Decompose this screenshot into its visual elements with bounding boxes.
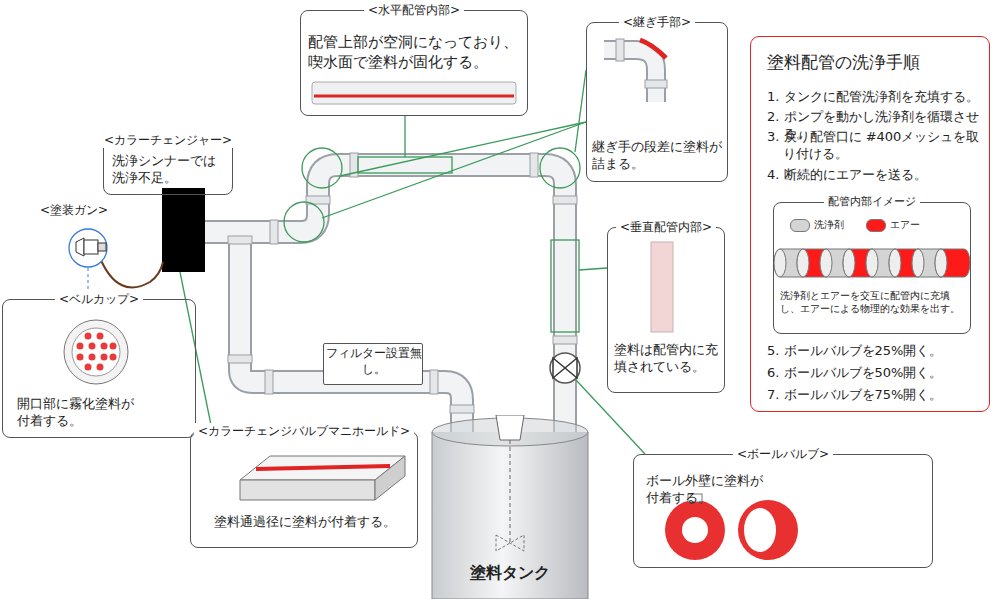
- band-face: [774, 249, 786, 277]
- legend-swatch: [866, 219, 886, 232]
- band-segment: [843, 249, 878, 277]
- callout-text: 7. ボールバルブを75%開く。: [767, 387, 985, 404]
- callout-text: 3. 戻り配管口に #400メッシュを取り付ける。: [767, 129, 982, 163]
- callout-box: <垂直配管内部>塗料は配管内に充填されている。: [607, 227, 725, 393]
- band-face: [820, 249, 832, 277]
- note-box: フィルター設置無し。: [323, 343, 423, 385]
- band-face: [843, 249, 855, 277]
- band-segment: [774, 249, 809, 277]
- ball-valve-symbol: [550, 353, 580, 383]
- paint-tank: 塗料タンク: [430, 415, 590, 599]
- callout-text: 洗浄剤とエアーを交互に配管内に充填し、エアーによる物理的な効果を出す。: [780, 289, 966, 315]
- band-face: [889, 249, 901, 277]
- callout-heading: <カラーチェンジャー>: [100, 132, 236, 148]
- callout-text: 洗浄シンナーでは洗浄不足。: [112, 153, 226, 187]
- vertical-pipe-picture: [651, 242, 673, 332]
- band-face: [935, 249, 947, 277]
- legend-swatch: [790, 219, 810, 232]
- callout-markers: [180, 70, 645, 454]
- callout-text: 4. 断続的にエアーを送る。: [767, 167, 985, 184]
- callout-text: 5. ボールバルブを25%開く。: [767, 343, 985, 360]
- callout-text: 塗料は配管内に充填されている。: [614, 342, 720, 376]
- callout-heading: <ベルカップ>: [55, 291, 143, 307]
- callout-text: 開口部に霧化塗料が付着する。: [17, 396, 139, 430]
- piping: [205, 165, 565, 437]
- callout-box: <ベルカップ>開口部に霧化塗料が付着する。: [2, 299, 196, 438]
- horizontal-pipe-picture: [312, 82, 516, 104]
- spray-gun: [69, 229, 107, 267]
- pipe-inner-image: [774, 249, 970, 277]
- band-segment: [820, 249, 855, 277]
- callout-heading: <ボールバルブ>: [733, 446, 833, 462]
- callout-box: <継ぎ手部>継ぎ手の段差に塗料が詰まる。: [586, 22, 728, 182]
- band-face: [866, 249, 878, 277]
- callout-box: <カラーチェンジバルブマニホールド>塗料通過径に塗料が付着する。: [190, 431, 418, 548]
- callout-heading: <継ぎ手部>: [619, 14, 695, 30]
- part-label: <塗装ガン>: [40, 203, 108, 219]
- callout-heading: 配管内部イメージ: [824, 194, 920, 210]
- band-face: [912, 249, 924, 277]
- callout-text: 6. ボールバルブを50%開く。: [767, 365, 985, 382]
- band-segment: [935, 249, 970, 277]
- band-segment: [912, 249, 947, 277]
- gun-hose: [100, 258, 163, 287]
- procedure-title: 塗料配管の洗浄手順: [767, 51, 977, 73]
- callout-text: 配管上部が空洞になっており、喫水面で塗料が固化する。: [308, 33, 522, 72]
- legend-text: 洗浄剤: [814, 218, 844, 231]
- callout-heading: <垂直配管内部>: [616, 219, 716, 235]
- band-face: [797, 249, 809, 277]
- image-box: 配管内部イメージ洗浄剤とエアーを交互に配管内に充填し、エアーによる物理的な効果を…: [773, 202, 971, 334]
- manifold-picture: [240, 456, 405, 500]
- callout-text: 塗料タンク: [430, 563, 590, 584]
- callout-box: <水平配管内部>配管上部が空洞になっており、喫水面で塗料が固化する。: [300, 10, 528, 116]
- band-segment: [866, 249, 901, 277]
- procedure-box: 塗料配管の洗浄手順1. タンクに配管洗浄剤を充填する。2. ポンプを動かし洗浄剤…: [750, 36, 990, 412]
- callout-text: 塗料通過径に塗料が付着する。: [199, 514, 411, 531]
- callout-heading: <カラーチェンジバルブマニホールド>: [194, 423, 414, 439]
- callout-heading: <水平配管内部>: [364, 2, 464, 18]
- bell-cup-picture: [64, 320, 128, 384]
- band-segment: [889, 249, 924, 277]
- legend-text: エアー: [890, 218, 920, 231]
- joint-picture: [604, 39, 667, 102]
- callout-text: 継ぎ手の段差に塗料が詰まる。: [592, 139, 724, 173]
- pipe-joints: [228, 153, 577, 413]
- callout-box: <ボールバルブ>ボール外壁に塗料が付着する。: [633, 454, 933, 568]
- band-segment: [797, 249, 832, 277]
- callout-text: ボール外壁に塗料が付着する。: [646, 473, 768, 507]
- color-changer: [162, 188, 205, 272]
- callout-text: 1. タンクに配管洗浄剤を充填する。: [767, 89, 985, 106]
- callout-box: <カラーチェンジャー>洗浄シンナーでは洗浄不足。: [103, 140, 233, 195]
- callout-text: フィルター設置無し。: [326, 346, 422, 377]
